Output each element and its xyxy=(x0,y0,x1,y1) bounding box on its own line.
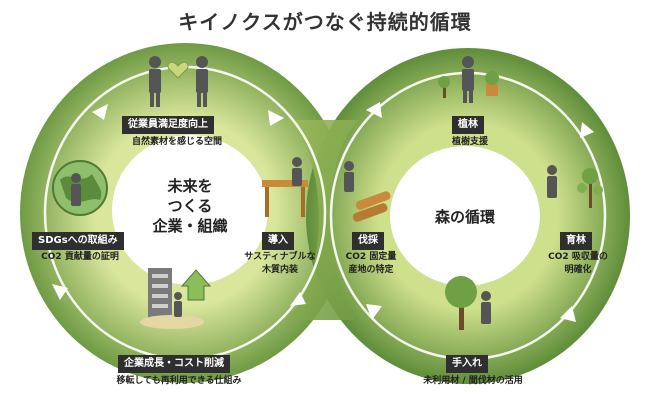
stage-tag-growth: 企業成長・コスト削減 xyxy=(118,355,230,373)
heart-icon xyxy=(167,61,189,79)
stage-tag-introduction: 導入 xyxy=(262,232,294,250)
stage-caption-nurturing: CO2 吸収量の 明確化 xyxy=(538,251,618,277)
right-center-label: 森の循環 xyxy=(434,208,495,226)
stage-tag-nurturing: 育林 xyxy=(560,232,592,250)
stage-tag-harvesting: 伐採 xyxy=(352,232,384,250)
stage-caption-introduction: サスティナブルな 木質内装 xyxy=(240,251,320,277)
left-center-label: 未来を つくる 企業・組織 xyxy=(130,176,250,236)
stage-tag-sdgs: SDGsへの取組み xyxy=(32,232,124,250)
flow-arrows xyxy=(52,102,594,322)
log-icon xyxy=(352,191,391,222)
stage-caption-introduction-line-2: 木質内装 xyxy=(261,265,298,275)
stage-tag-maintenance: 手入れ xyxy=(446,355,488,373)
person-figure-lumber xyxy=(344,161,354,192)
left-center-hole xyxy=(112,135,268,285)
sapling-icon xyxy=(438,71,499,98)
stage-caption-planting: 植樹支援 xyxy=(451,137,488,147)
left-center-line-3: 企業・組織 xyxy=(152,217,228,235)
left-center-line-2: つくる xyxy=(167,197,213,215)
desk-icon xyxy=(262,180,308,217)
stage-caption-harvesting-line-2: 産地の特定 xyxy=(348,265,394,275)
crossing-band xyxy=(285,120,360,320)
building-icon xyxy=(140,268,204,329)
stage-tag-employee-satisfaction: 従業員満足度向上 xyxy=(122,116,214,134)
stage-caption-harvesting: CO2 固定量 産地の特定 xyxy=(332,251,410,277)
stage-caption-nurturing-line-2: 明確化 xyxy=(564,265,592,275)
person-figure-planting xyxy=(462,56,474,103)
page-title: キイノクスがつなぐ持続的循環 xyxy=(178,10,472,34)
stage-caption-introduction-line-1: サスティナブルな xyxy=(244,252,316,262)
person-figure-left xyxy=(71,173,81,206)
stage-caption-employee-satisfaction: 自然素材を感じる空間 xyxy=(131,137,222,147)
stage-caption-maintenance: 未利用材 / 間伐材の活用 xyxy=(423,376,523,386)
person-figure-maintenance xyxy=(481,291,491,324)
tree-icon-growing xyxy=(577,168,603,208)
person-figure-growing xyxy=(547,165,557,198)
stage-caption-harvesting-line-1: CO2 固定量 xyxy=(345,252,397,262)
stage-tag-planting: 植林 xyxy=(452,116,484,134)
tree-icon xyxy=(445,276,477,330)
left-center-line-1: 未来を xyxy=(167,177,213,195)
right-center-hole xyxy=(390,146,540,286)
stage-caption-growth: 移転しても再利用できる仕組み xyxy=(116,376,242,386)
employees-figures xyxy=(149,56,208,107)
stage-caption-nurturing-line-1: CO2 吸収量の xyxy=(548,252,608,262)
stage-caption-sdgs: CO2 貢献量の証明 xyxy=(41,252,119,262)
person-figure-building xyxy=(174,292,182,317)
growth-arrow-icon xyxy=(180,269,212,301)
person-figure-desk xyxy=(292,157,302,186)
